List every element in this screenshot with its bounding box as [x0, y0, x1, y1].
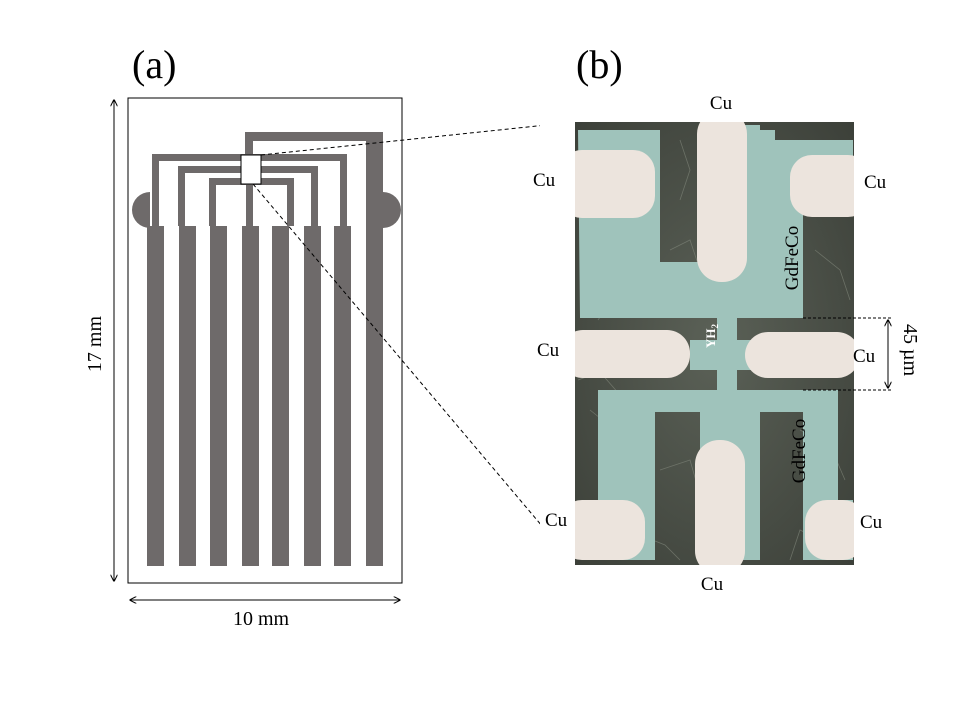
contact-strips	[147, 140, 383, 566]
width-label: 10 mm	[233, 608, 290, 630]
panel-a-label: (a)	[132, 42, 176, 87]
cu-lower-left-electrode	[560, 500, 645, 560]
cu-bottom-electrode	[695, 440, 745, 575]
contact-strip	[272, 226, 289, 566]
upper-gdfeco-label: GdFeCo	[782, 226, 803, 290]
contact-strip	[210, 226, 227, 566]
contact-strip	[334, 226, 351, 566]
contact-strip	[147, 226, 164, 566]
cu-label-upper-left: Cu	[533, 170, 556, 191]
cu-middle-left-electrode	[560, 330, 690, 378]
panel-b: (b)	[533, 42, 921, 595]
cu-lower-right-electrode	[805, 500, 865, 560]
contact-strip	[366, 140, 383, 566]
cu-label-bottom: Cu	[701, 574, 724, 595]
zoom-line-bottom	[252, 183, 576, 566]
lower-gdfeco-label: GdFeCo	[789, 419, 810, 483]
cu-label-lower-left: Cu	[545, 510, 568, 531]
cu-upper-right-electrode	[790, 155, 870, 217]
contact-strip	[242, 226, 259, 566]
contact-strip	[304, 226, 321, 566]
panel-b-label: (b)	[576, 42, 623, 87]
zoom-line-top	[260, 121, 576, 156]
cu-upper-left-electrode	[560, 150, 655, 218]
zoom-region-box	[240, 154, 262, 185]
copper-electrodes	[560, 110, 870, 575]
cu-label-middle-left: Cu	[537, 340, 560, 361]
gap-label: 45 µm	[899, 324, 921, 377]
cu-label-upper-right: Cu	[864, 172, 887, 193]
panel-a: (a)	[84, 42, 403, 630]
cu-label-lower-right: Cu	[860, 512, 883, 533]
cu-label-top: Cu	[710, 93, 733, 114]
left-semicircle-pad	[132, 192, 150, 228]
cu-middle-right-electrode	[745, 332, 860, 378]
cu-label-middle-right: Cu	[853, 346, 876, 367]
contact-strip	[179, 226, 196, 566]
height-label: 17 mm	[84, 316, 106, 373]
micrograph	[540, 100, 894, 585]
right-semicircle-pad	[383, 192, 401, 228]
cu-top-electrode	[697, 110, 747, 282]
yh2-label: YH2	[703, 324, 720, 349]
